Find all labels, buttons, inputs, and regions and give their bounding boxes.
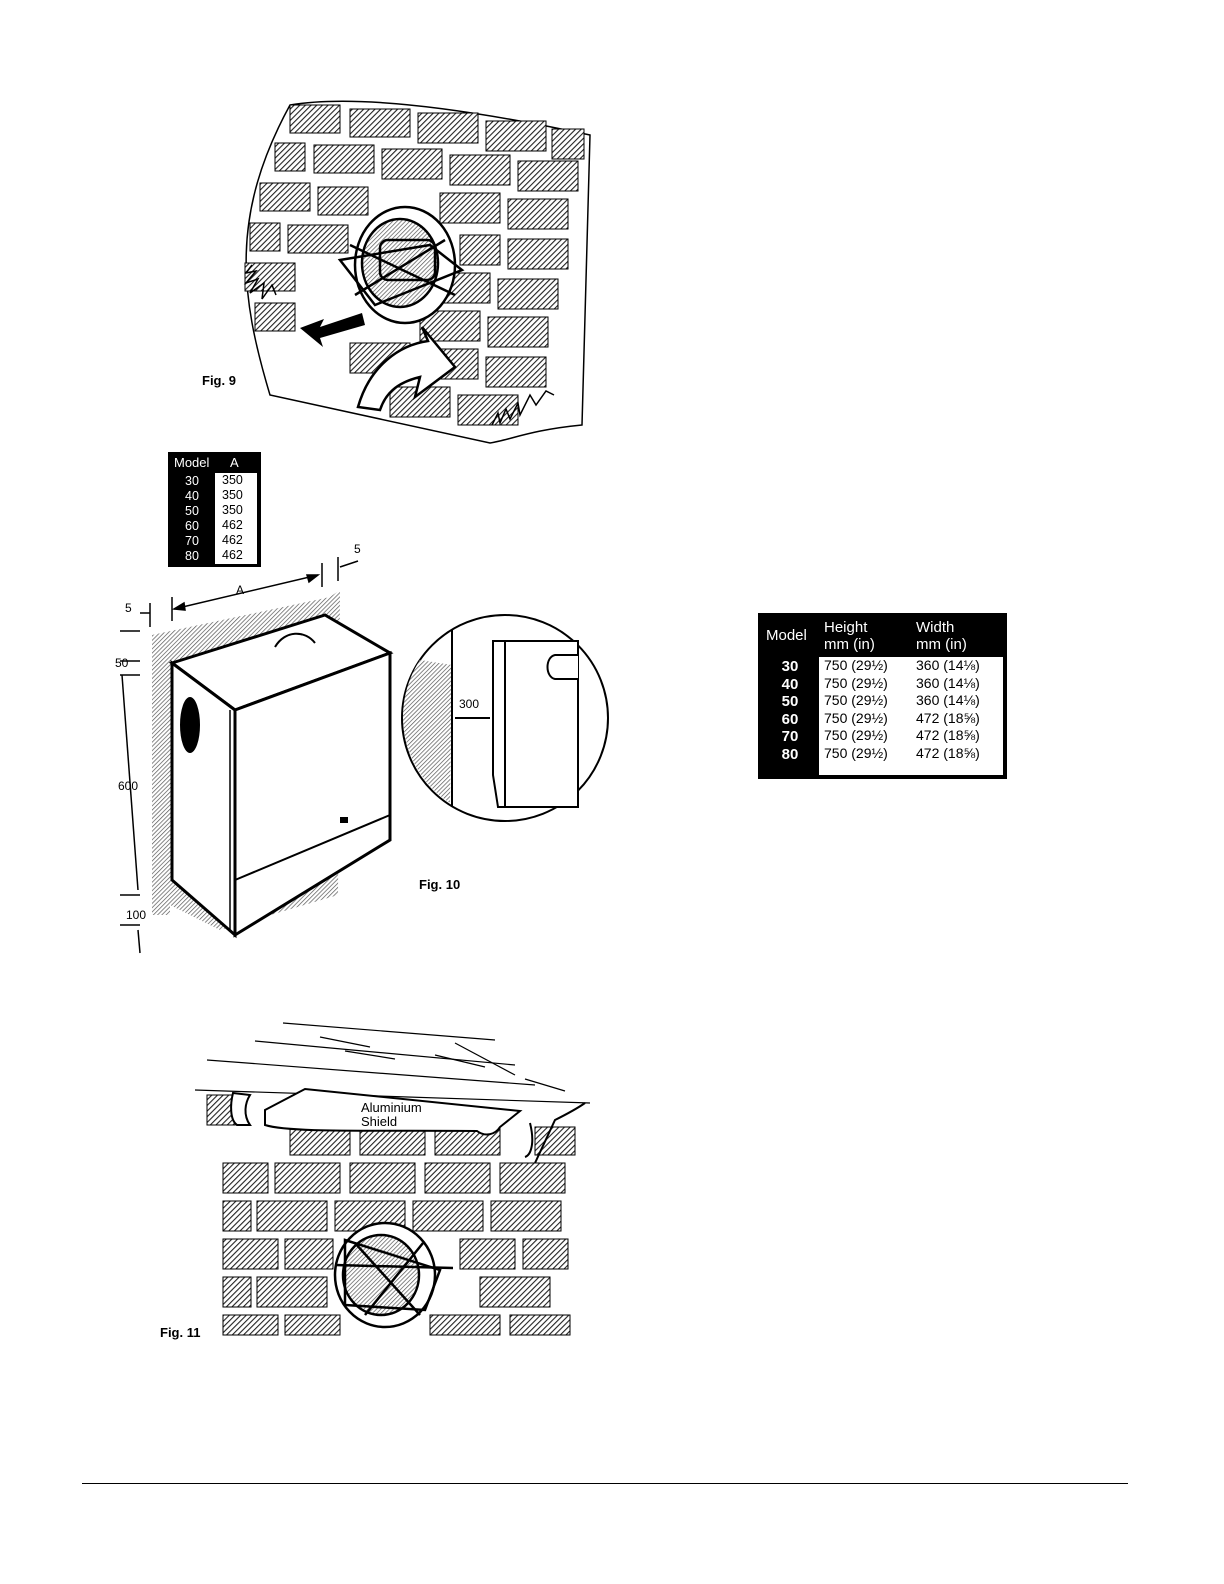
fig11-illustration <box>195 1015 595 1340</box>
fig11-label: Fig. 11 <box>160 1325 200 1340</box>
detail-circle <box>402 615 608 821</box>
table-header-height-unit: mm (in) <box>824 636 875 653</box>
table-cell-model: 30 <box>171 474 213 489</box>
table-cell-width: 472 (18⅝) <box>916 727 980 745</box>
table-cell-width: 360 (14⅛) <box>916 675 980 693</box>
shield-label: Aluminium Shield <box>361 1101 422 1129</box>
table-cell-a: 350 <box>215 488 257 503</box>
table-cell-width: 472 (18⅝) <box>916 710 980 728</box>
table-row: 750 (29½)360 (14⅛) <box>819 675 1003 693</box>
table-cell-model: 40 <box>171 489 213 504</box>
table-cell-height: 750 (29½) <box>819 675 916 693</box>
fig10-label: Fig. 10 <box>419 877 460 892</box>
fig9-illustration <box>230 95 600 445</box>
table-header-width-unit: mm (in) <box>916 636 967 653</box>
table-cell-model: 60 <box>762 711 818 729</box>
table-cell-width: 360 (14⅛) <box>916 692 980 710</box>
table-cell-height: 750 (29½) <box>819 692 916 710</box>
table-cell-height: 750 (29½) <box>819 745 916 763</box>
table-header-width: Width <box>916 619 954 636</box>
shield-label-line1: Aluminium <box>361 1101 422 1115</box>
table-cell-height: 750 (29½) <box>819 727 916 745</box>
dim-label-top-right: 5 <box>354 542 361 556</box>
table-row: 750 (29½)360 (14⅛) <box>819 657 1003 675</box>
terminal-guard-icon <box>335 1223 453 1327</box>
shield-label-line2: Shield <box>361 1115 422 1129</box>
table-header-model: Model <box>766 627 807 644</box>
table-cell-model: 80 <box>762 746 818 764</box>
table-cell-model: 70 <box>762 728 818 746</box>
table-cell-model: 50 <box>171 504 213 519</box>
dim-label-left: 5 <box>125 601 132 615</box>
dim-label-bottom: 100 <box>126 908 146 922</box>
table-row: 750 (29½)472 (18⅝) <box>819 745 1003 763</box>
table-cell-width: 360 (14⅛) <box>916 657 980 675</box>
footer-rule <box>82 1483 1128 1484</box>
table-cell-model: 40 <box>762 676 818 694</box>
dimensions-table: Model Height mm (in) Width mm (in) 30 40… <box>758 613 1007 779</box>
table-cell-model: 30 <box>762 658 818 676</box>
fig10-illustration <box>100 535 620 960</box>
table-cell-a: 350 <box>215 503 257 518</box>
table-header-model: Model <box>174 455 209 471</box>
dim-label-top: 50 <box>115 656 128 670</box>
fig9-label: Fig. 9 <box>202 373 236 388</box>
table-cell-model: 50 <box>762 693 818 711</box>
dim-label-clearance: 300 <box>459 697 479 711</box>
table-cell-model: 60 <box>171 519 213 534</box>
table-cell-width: 472 (18⅝) <box>916 745 980 763</box>
table-row: 750 (29½)360 (14⅛) <box>819 692 1003 710</box>
table-cell-height: 750 (29½) <box>819 657 916 675</box>
dim-label-a: A <box>236 583 244 597</box>
table-cell-height: 750 (29½) <box>819 710 916 728</box>
table-row: 750 (29½)472 (18⅝) <box>819 710 1003 728</box>
table-cell-a: 350 <box>215 473 257 488</box>
table-header-a: A <box>230 455 239 471</box>
table-header-height: Height <box>824 619 867 636</box>
table-cell-a: 462 <box>215 518 257 533</box>
table-row: 750 (29½)472 (18⅝) <box>819 727 1003 745</box>
dim-label-height: 600 <box>118 779 138 793</box>
boiler-casing <box>172 615 390 935</box>
